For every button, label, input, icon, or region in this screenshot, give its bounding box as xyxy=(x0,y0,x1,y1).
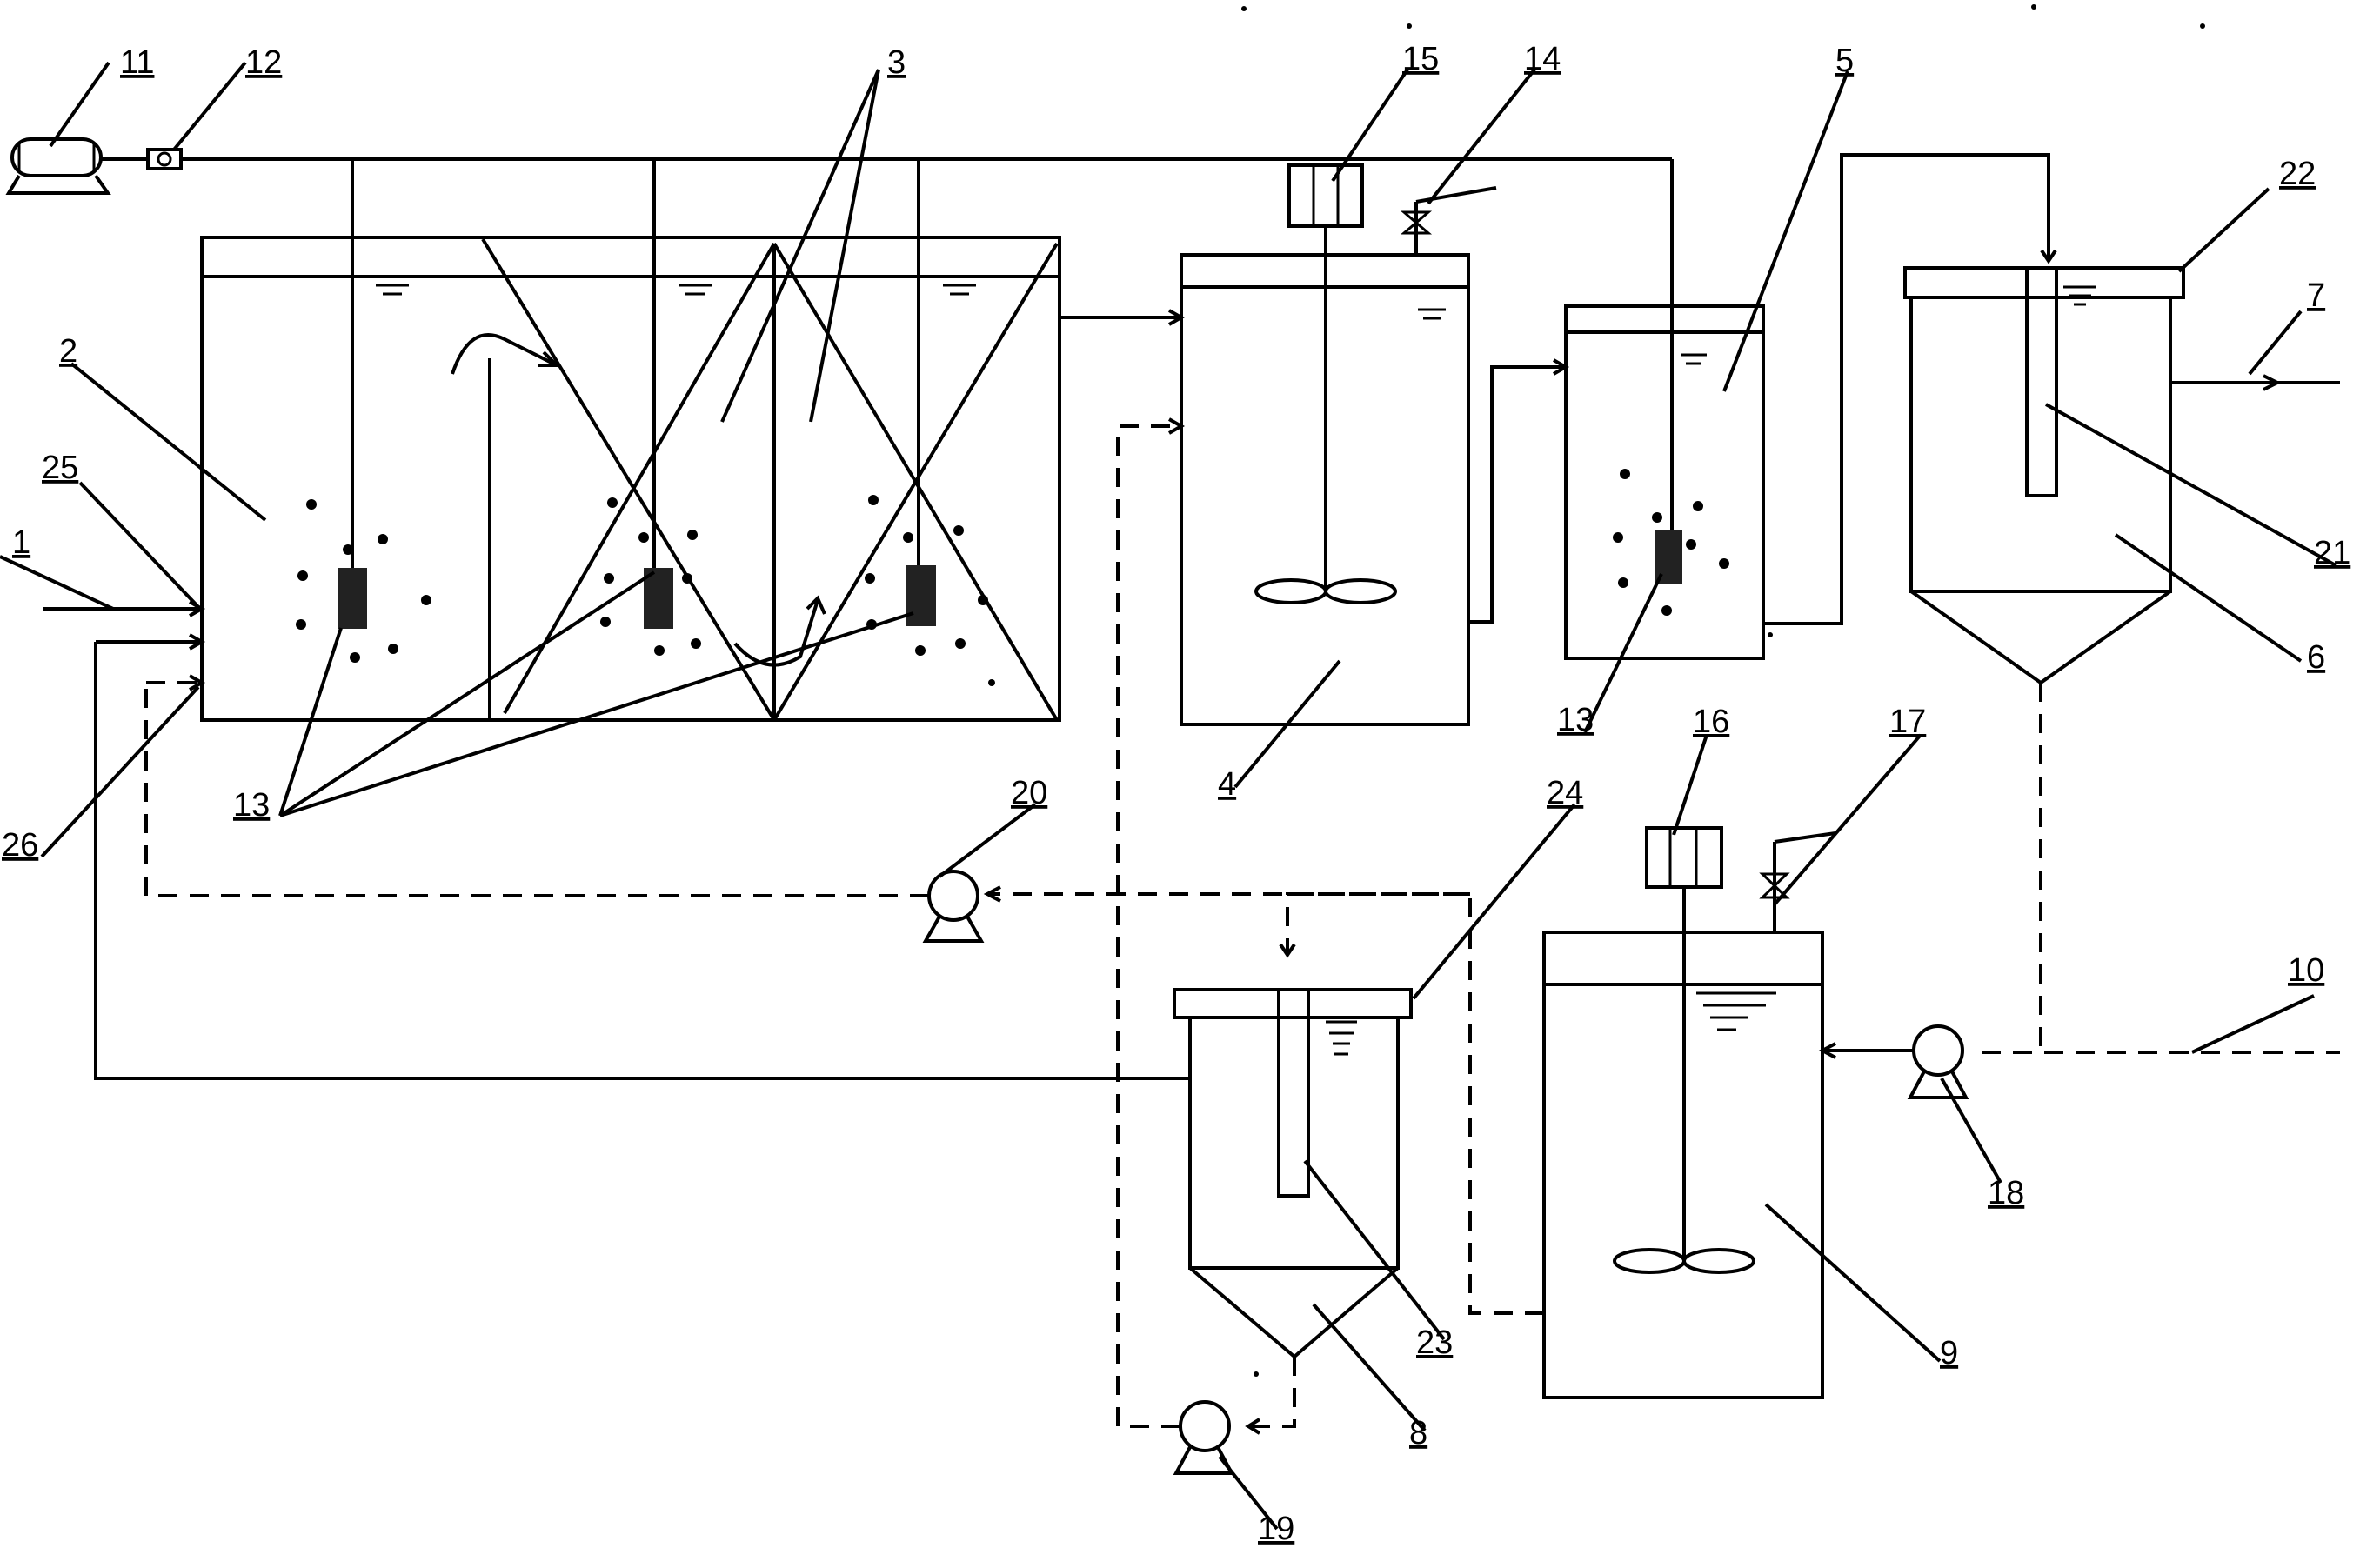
label-24: 24 xyxy=(1547,775,1583,811)
dosing-valve-17 xyxy=(1759,831,1836,932)
clarifier-6 xyxy=(1903,266,2185,685)
label-6: 6 xyxy=(2307,639,2325,676)
label-13-b: 13 xyxy=(1557,702,1594,738)
label-16: 16 xyxy=(1693,704,1729,740)
label-8: 8 xyxy=(1409,1415,1427,1451)
pump-18 xyxy=(1907,1024,1969,1099)
label-12: 12 xyxy=(245,44,282,81)
sedimentation-tank-8 xyxy=(1173,988,1413,1359)
label-1: 1 xyxy=(12,524,30,561)
electrode-13-b xyxy=(644,568,673,629)
flow-meter-12 xyxy=(146,148,183,170)
label-23: 23 xyxy=(1416,1324,1453,1361)
label-15: 15 xyxy=(1402,41,1439,77)
label-19: 19 xyxy=(1258,1511,1294,1547)
label-7: 7 xyxy=(2307,277,2325,314)
aeration-tank-5 xyxy=(1564,159,1765,660)
electrode-13-a xyxy=(338,568,367,629)
label-22: 22 xyxy=(2279,156,2316,192)
label-5: 5 xyxy=(1835,43,1854,79)
label-10: 10 xyxy=(2288,952,2324,989)
mixing-tank-4 xyxy=(1180,226,1470,726)
label-14: 14 xyxy=(1524,41,1561,77)
label-21: 21 xyxy=(2314,535,2350,571)
label-26: 26 xyxy=(2,827,38,864)
label-17: 17 xyxy=(1889,704,1926,740)
air-bubbles xyxy=(296,495,995,686)
label-4: 4 xyxy=(1218,766,1236,803)
label-25: 25 xyxy=(42,450,78,486)
label-20: 20 xyxy=(1011,775,1047,811)
reference-numerals: 11 12 3 15 14 5 22 7 2 25 1 21 6 13 13 4… xyxy=(2,41,2350,1547)
effluent-outlet-7 xyxy=(2169,297,2340,384)
leader-lines xyxy=(0,61,2337,1531)
motor-15 xyxy=(1287,163,1364,228)
air-blower-11 xyxy=(5,137,111,195)
aeration-pipes xyxy=(351,159,920,570)
label-2: 2 xyxy=(59,333,77,370)
label-11: 11 xyxy=(120,44,154,81)
reaction-tank-2 xyxy=(200,236,1061,722)
label-13-a: 13 xyxy=(233,787,270,824)
label-9: 9 xyxy=(1940,1335,1958,1371)
label-3: 3 xyxy=(887,44,906,81)
water-level-marks xyxy=(376,284,976,296)
flow-arrow-curve xyxy=(451,333,558,375)
mixing-tank-9 xyxy=(1542,887,1824,1399)
compartment-diagonal xyxy=(481,237,776,722)
label-18: 18 xyxy=(1988,1175,2024,1211)
motor-16 xyxy=(1645,826,1723,889)
electrode-13-c xyxy=(906,565,936,626)
pump-20 xyxy=(922,870,985,943)
dosing-valve-14 xyxy=(1400,186,1497,255)
